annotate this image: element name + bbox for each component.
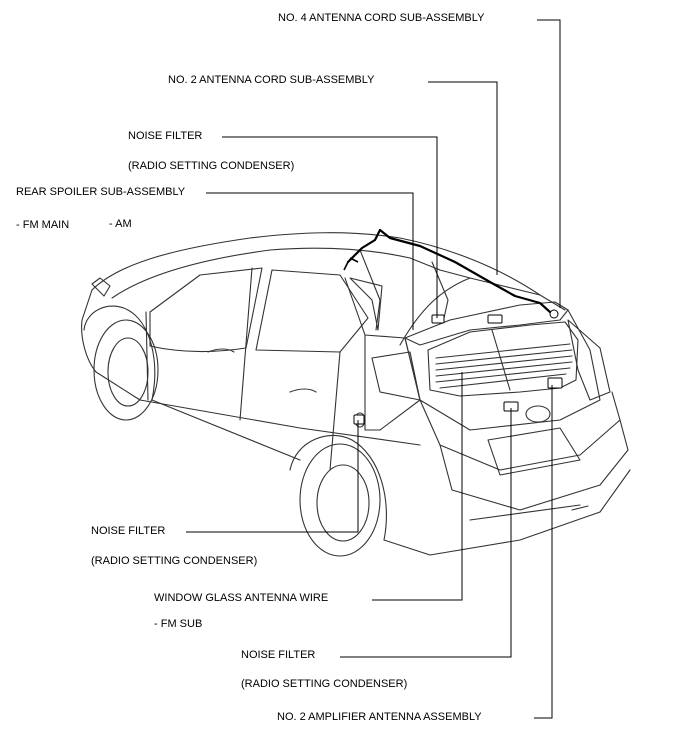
front-tire <box>93 319 159 421</box>
rear-bumper-upper <box>419 391 621 471</box>
label-noise-filter-bottom: NOISE FILTER <box>241 649 316 661</box>
connector-top <box>487 314 503 324</box>
label-am: - AM <box>109 218 132 230</box>
license-plate-area <box>487 427 581 476</box>
noise-filter-left-icon <box>353 414 365 425</box>
label-no2-amplifier: NO. 2 AMPLIFIER ANTENNA ASSEMBLY <box>277 711 482 723</box>
leader-noise-filter-left <box>186 420 359 533</box>
leader-window-glass-wire <box>372 372 463 601</box>
rear-door-window <box>255 269 369 353</box>
tail-light-left <box>371 351 421 401</box>
leader-no4-antenna-cord <box>537 19 561 308</box>
rear-spoiler <box>404 301 569 346</box>
label-noise-filter-left-sub: (RADIO SETTING CONDENSER) <box>91 555 258 567</box>
rear-rim <box>316 464 370 542</box>
glass-wire-vertical <box>491 329 511 391</box>
glass-wire-1 <box>435 343 571 359</box>
glass-wire-5 <box>435 367 571 383</box>
label-noise-filter-left: NOISE FILTER <box>91 525 166 537</box>
b-pillar <box>239 267 253 421</box>
label-noise-filter-bottom-sub: (RADIO SETTING CONDENSER) <box>241 678 408 690</box>
body-side-line <box>145 311 149 401</box>
door-handle-front <box>207 348 235 353</box>
exhaust <box>571 505 589 511</box>
front-rim <box>107 337 149 407</box>
antenna-cord-branch <box>343 257 359 271</box>
glass-wire-3 <box>435 355 573 371</box>
leader-amplifier <box>534 385 553 719</box>
side-mirror <box>91 277 111 297</box>
leader-noise-filter-bottom <box>340 408 512 658</box>
front-wheel-arch <box>83 305 156 401</box>
amplifier-icon <box>547 377 563 389</box>
leader-noise-filter-top <box>222 136 438 318</box>
connector-right <box>549 309 559 319</box>
door-handle-rear <box>289 388 317 393</box>
rear-glass <box>427 321 579 397</box>
label-noise-filter-top: NOISE FILTER <box>128 130 203 142</box>
rear-diffuser <box>469 504 581 521</box>
quarter-window <box>349 277 383 331</box>
door-rear-edge <box>329 351 341 471</box>
label-fm-main: - FM MAIN <box>16 219 70 231</box>
body-side-upper <box>81 289 421 446</box>
rear-tire <box>299 443 381 557</box>
glass-wire-6 <box>439 373 567 389</box>
label-no4-antenna-cord: NO. 4 ANTENNA CORD SUB-ASSEMBLY <box>278 12 485 24</box>
leader-rear-spoiler <box>206 192 414 330</box>
rear-bumper-lower <box>439 419 629 511</box>
rear-lower <box>383 469 631 556</box>
label-no2-antenna-cord: NO. 2 ANTENNA CORD SUB-ASSEMBLY <box>168 74 375 86</box>
rear-wheel-arch <box>289 434 387 541</box>
tail-light-right <box>567 319 611 401</box>
interior-pillar <box>359 249 381 331</box>
noise-filter-top-icon <box>431 314 445 324</box>
c-pillar <box>344 277 366 431</box>
rear-quarter <box>364 334 421 431</box>
roof-rear-edge <box>409 257 541 296</box>
hatch-opening <box>399 277 471 346</box>
label-rear-spoiler: REAR SPOILER SUB-ASSEMBLY <box>16 186 186 198</box>
glass-wire-2 <box>435 349 573 365</box>
emblem <box>525 405 551 423</box>
label-noise-filter-top-sub: (RADIO SETTING CONDENSER) <box>128 160 295 172</box>
rocker-panel <box>151 399 301 461</box>
roof-inner-line <box>111 247 411 299</box>
label-window-glass-wire: WINDOW GLASS ANTENNA WIRE <box>154 592 329 604</box>
roof-outline <box>91 232 566 311</box>
label-fm-sub: - FM SUB <box>154 618 203 630</box>
antenna-cord <box>346 228 552 314</box>
leader-no2-antenna-cord <box>428 81 498 275</box>
front-door-window <box>149 267 263 353</box>
